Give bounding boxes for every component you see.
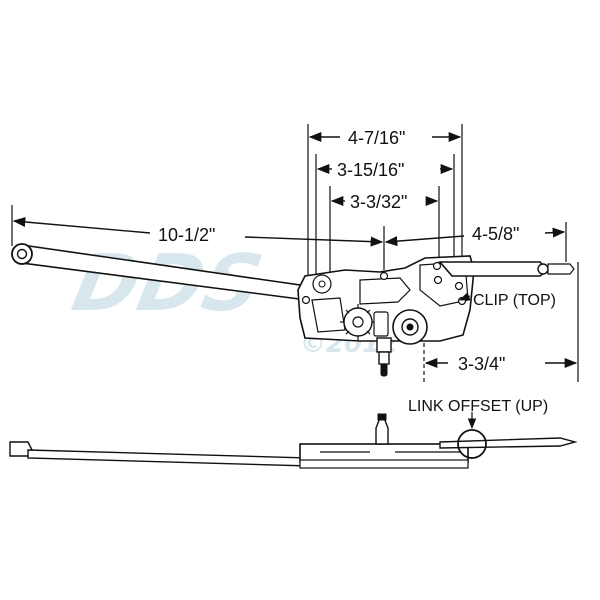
clip-label: CLIP (TOP) <box>473 292 556 309</box>
extension-lines <box>11 124 579 382</box>
side-view <box>9 412 578 469</box>
dimension-lines <box>12 131 578 369</box>
dim-4-7-16: 4-7/16" <box>348 128 405 148</box>
link-offset-label: LINK OFFSET (UP) <box>408 398 548 415</box>
dim-3-3-32: 3-3/32" <box>350 192 407 212</box>
dim-10-1-2: 10-1/2" <box>158 225 215 245</box>
dim-3-3-4: 3-3/4" <box>458 354 505 374</box>
short-arm <box>438 261 575 277</box>
operator-body <box>297 255 475 377</box>
clip-callout: CLIP (TOP) <box>458 292 556 309</box>
dim-3-15-16: 3-15/16" <box>337 160 404 180</box>
dim-4-5-8: 4-5/8" <box>472 224 519 244</box>
